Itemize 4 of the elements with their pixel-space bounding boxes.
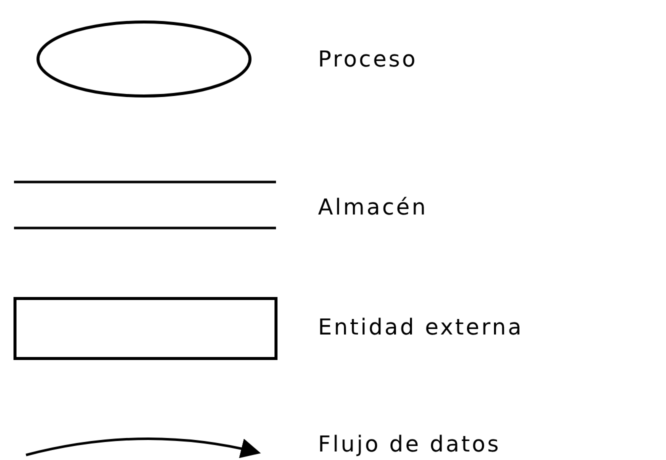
- legend-text: Proceso: [318, 48, 418, 72]
- legend-text: Almacén: [318, 196, 428, 220]
- legend-text: Entidad externa: [318, 316, 524, 340]
- legend-text: Flujo de datos: [318, 432, 501, 458]
